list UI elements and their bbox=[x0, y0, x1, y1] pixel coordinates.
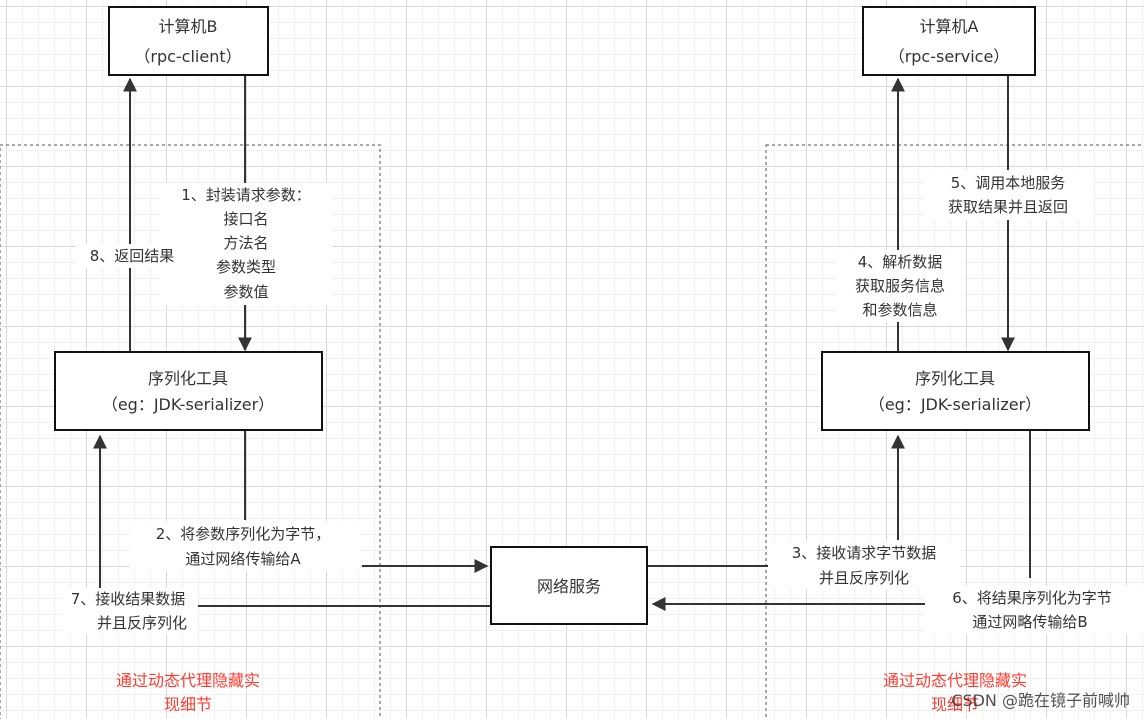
serializer-left-title: 序列化工具 bbox=[148, 369, 228, 388]
serializer-right-box: 序列化工具 （eg：JDK-serializer） bbox=[821, 351, 1090, 431]
step8-line-1: 8、返回结果 bbox=[90, 247, 175, 265]
step6-line-1: 6、将结果序列化为字节 bbox=[952, 589, 1112, 607]
step4-line-3: 和参数信息 bbox=[862, 301, 937, 319]
step5-line-1: 5、调用本地服务 bbox=[951, 174, 1066, 192]
step4-line-2: 获取服务信息 bbox=[855, 277, 945, 295]
step1-line-3: 方法名 bbox=[223, 234, 268, 252]
step1-line-2: 接口名 bbox=[223, 210, 268, 228]
step7-line-1: 7、接收结果数据 bbox=[71, 590, 186, 608]
step2-label: 2、将参数序列化为字节， 通过网络传输给A bbox=[130, 521, 360, 571]
network-service-box: 网络服务 bbox=[490, 546, 648, 625]
step5-line-2: 获取结果并且返回 bbox=[948, 198, 1068, 216]
computer-b-subtitle: （rpc-client） bbox=[134, 47, 241, 66]
step4-line-1: 4、解析数据 bbox=[858, 253, 943, 271]
computer-b-box: 计算机B （rpc-client） bbox=[108, 6, 269, 76]
step1-line-5: 参数值 bbox=[223, 283, 268, 301]
step1-line-1: 1、封装请求参数： bbox=[181, 186, 311, 204]
step2-line-1: 2、将参数序列化为字节， bbox=[156, 525, 331, 543]
computer-a-title: 计算机A bbox=[920, 17, 979, 36]
step8-label: 8、返回结果 bbox=[76, 244, 188, 268]
step2-line-2: 通过网络传输给A bbox=[185, 550, 301, 568]
step7-label: 7、接收结果数据 并且反序列化 bbox=[62, 588, 196, 634]
right-note-line-1: 通过动态代理隐藏实 bbox=[883, 671, 1027, 690]
serializer-right-title: 序列化工具 bbox=[915, 369, 995, 388]
serializer-left-box: 序列化工具 （eg：JDK-serializer） bbox=[54, 351, 323, 431]
serializer-left-subtitle: （eg：JDK-serializer） bbox=[102, 395, 274, 414]
step3-line-2: 并且反序列化 bbox=[819, 569, 909, 587]
right-note-line-2: 现细节 bbox=[931, 695, 979, 714]
left-note-line-2: 现细节 bbox=[164, 695, 212, 714]
step6-label: 6、将结果序列化为字节 通过网略传输给B bbox=[925, 586, 1144, 634]
step3-label: 3、接收请求字节数据 并且反序列化 bbox=[768, 541, 960, 589]
left-proxy-note: 通过动态代理隐藏实 现细节 bbox=[116, 671, 260, 714]
step5-label: 5、调用本地服务 获取结果并且返回 bbox=[924, 170, 1094, 220]
step4-label: 4、解析数据 获取服务信息 和参数信息 bbox=[836, 250, 962, 322]
step1-label: 1、封装请求参数： 接口名 方法名 参数类型 参数值 bbox=[160, 183, 332, 305]
serializer-right-subtitle: （eg：JDK-serializer） bbox=[869, 395, 1041, 414]
computer-a-box: 计算机A （rpc-service） bbox=[862, 6, 1036, 76]
computer-a-subtitle: （rpc-service） bbox=[889, 47, 1010, 66]
network-service-label: 网络服务 bbox=[537, 577, 601, 596]
watermark: CSDN @跪在镜子前喊帅 bbox=[951, 691, 1130, 710]
step6-line-2: 通过网略传输给B bbox=[972, 613, 1087, 631]
left-note-line-1: 通过动态代理隐藏实 bbox=[116, 671, 260, 690]
right-proxy-region bbox=[765, 144, 1144, 719]
step3-line-1: 3、接收请求字节数据 bbox=[792, 544, 937, 562]
right-proxy-note: 通过动态代理隐藏实 现细节 bbox=[883, 671, 1027, 714]
step7-line-2: 并且反序列化 bbox=[97, 614, 187, 632]
computer-b-title: 计算机B bbox=[159, 17, 218, 36]
step1-line-4: 参数类型 bbox=[216, 258, 276, 276]
